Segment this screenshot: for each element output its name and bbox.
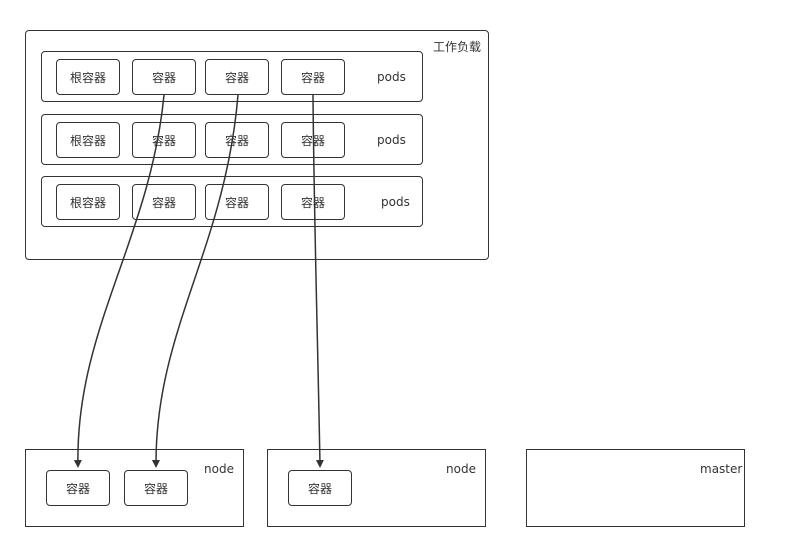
pod2-container-3: 容器 — [281, 122, 345, 158]
pod1-container-1: 容器 — [132, 59, 196, 95]
node1-container-1: 容器 — [46, 470, 110, 506]
master-label: master — [700, 462, 743, 476]
node2-label: node — [446, 462, 476, 476]
pod1-container-2: 容器 — [205, 59, 269, 95]
pod1-root-container: 根容器 — [56, 59, 120, 95]
pod1-container-3: 容器 — [281, 59, 345, 95]
pod3-container-1: 容器 — [132, 184, 196, 220]
pod2-root-container: 根容器 — [56, 122, 120, 158]
pod3-label: pods — [381, 195, 410, 209]
node1-label: node — [204, 462, 234, 476]
pod3-root-container: 根容器 — [56, 184, 120, 220]
pod1-label: pods — [377, 70, 406, 84]
pod2-container-1: 容器 — [132, 122, 196, 158]
pod3-container-3: 容器 — [281, 184, 345, 220]
node1-container-2: 容器 — [124, 470, 188, 506]
node-box-2 — [267, 449, 486, 527]
node2-container-1: 容器 — [288, 470, 352, 506]
master-box — [526, 449, 745, 527]
pod2-label: pods — [377, 133, 406, 147]
workload-label: 工作负载 — [433, 40, 482, 54]
pod2-container-2: 容器 — [205, 122, 269, 158]
pod3-container-2: 容器 — [205, 184, 269, 220]
